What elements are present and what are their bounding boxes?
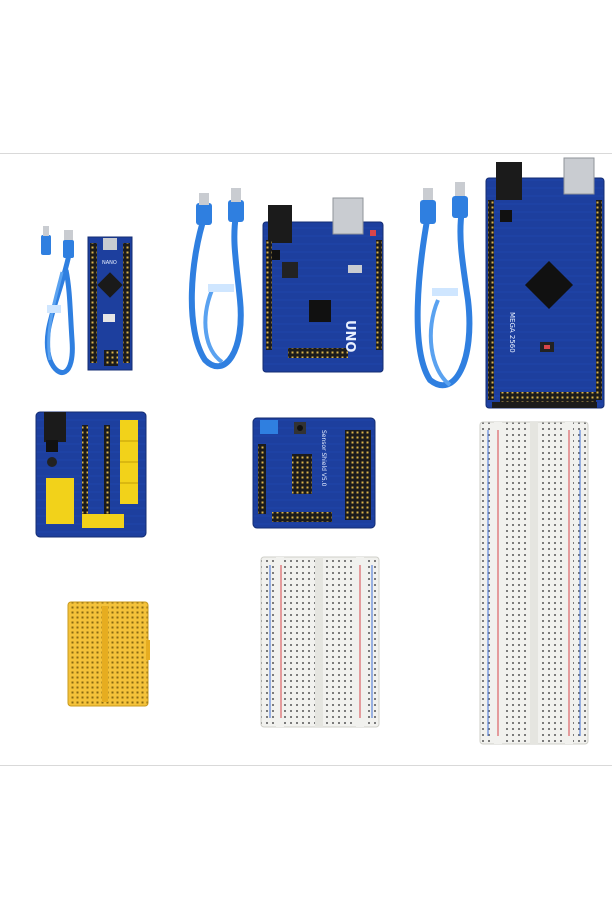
uno-sensor-shield: Sensor Shield V5.0 <box>252 417 376 529</box>
half-size-breadboard <box>260 556 380 728</box>
nano-expansion-shield <box>35 411 147 538</box>
uno-silkscreen-label: UNO <box>342 320 357 353</box>
arduino-mega-board: MEGA 2560 <box>485 157 605 409</box>
product-photo-frame <box>0 153 612 766</box>
mini-breadboard-yellow <box>67 601 150 707</box>
mega-usb-cable <box>414 182 473 389</box>
nano-silkscreen-label: NANO <box>102 260 117 266</box>
nano-usb-cable <box>41 226 75 375</box>
mega-silkscreen-label: MEGA 2560 <box>508 312 516 353</box>
full-size-breadboard <box>479 421 589 745</box>
uno-usb-cable <box>188 188 244 370</box>
arduino-uno-board: UNO <box>262 197 384 373</box>
arduino-nano-board: NANO <box>87 236 133 371</box>
sensor-shield-silkscreen-label: Sensor Shield V5.0 <box>320 430 327 487</box>
